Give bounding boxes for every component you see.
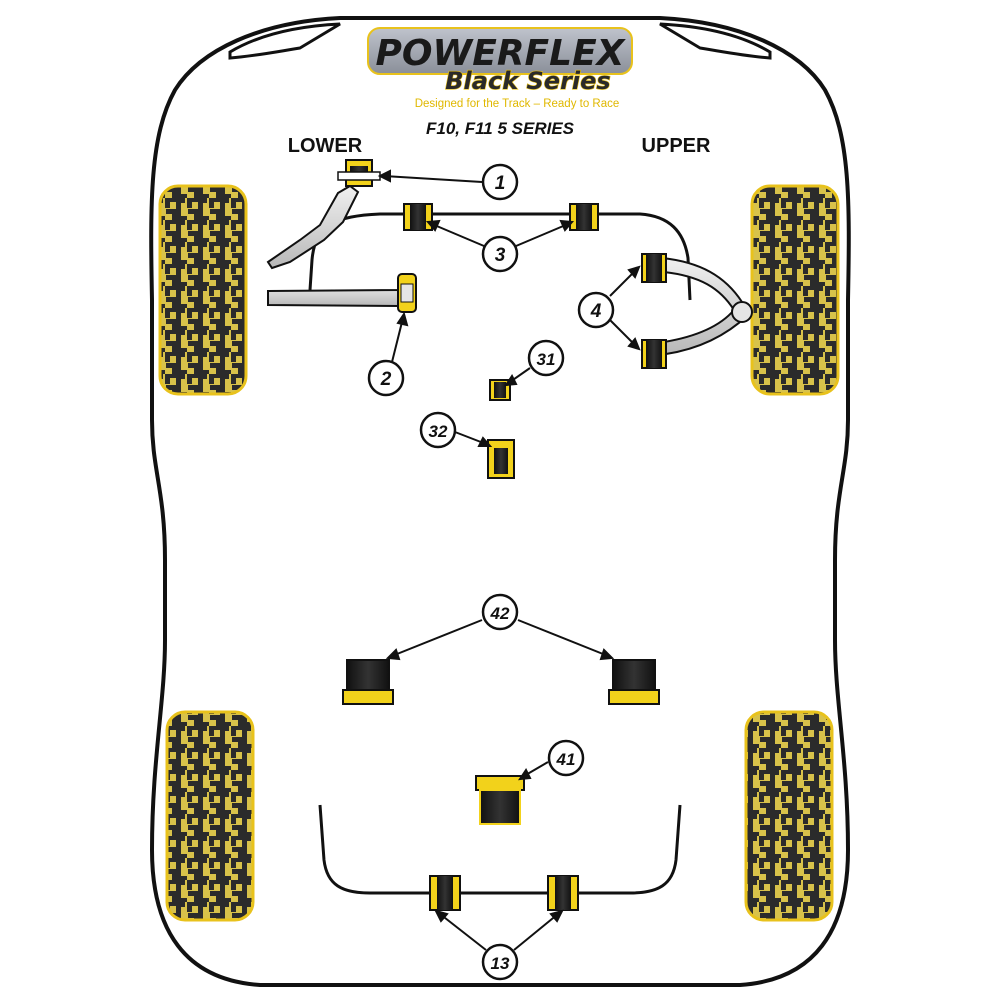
callout-32-label: 32 — [429, 422, 448, 441]
bushing-4-upper — [641, 253, 667, 283]
brand-series: Black Series — [445, 67, 610, 95]
powerflex-logo: POWERFLEX Black Series Designed for the … — [367, 27, 633, 110]
upper-wishbone-balljoint — [731, 301, 753, 323]
bushing-3-right — [569, 203, 599, 231]
bushing-32 — [487, 439, 515, 479]
windscreen-right-mark — [659, 22, 772, 60]
callout-2-label: 2 — [380, 369, 392, 390]
bushing-13-left — [429, 875, 461, 911]
callout-4: 4 — [577, 291, 615, 329]
bushing-4-lower — [641, 339, 667, 369]
model-title: F10, F11 5 SERIES — [426, 119, 575, 138]
callout-42-label: 42 — [490, 604, 510, 623]
bushing-42-left — [342, 659, 394, 705]
callout-3: 3 — [481, 235, 519, 273]
label-lower: LOWER — [288, 135, 363, 157]
rear-anti-roll-bar — [318, 804, 682, 895]
callout-32: 32 — [419, 411, 457, 449]
bushing-2 — [397, 273, 417, 313]
callout-13-label: 13 — [491, 954, 510, 973]
callout-41-label: 41 — [556, 750, 576, 769]
callout-1: 1 — [481, 163, 519, 201]
car-body-outline — [149, 16, 851, 987]
brand-name: POWERFLEX — [376, 33, 627, 74]
callout-4-label: 4 — [590, 301, 602, 322]
bushing-13-right — [547, 875, 579, 911]
brand-tagline: Designed for the Track – Ready to Race — [415, 98, 620, 110]
leader-lines — [377, 169, 641, 951]
label-upper: UPPER — [642, 135, 711, 157]
callout-42: 42 — [481, 593, 519, 631]
bushing-42-right — [608, 659, 660, 705]
callout-31: 31 — [527, 339, 565, 377]
bushing-41 — [475, 775, 525, 825]
callout-2: 2 — [367, 359, 405, 397]
callout-3-label: 3 — [495, 245, 506, 266]
tyre-rear-right — [744, 710, 834, 922]
tyre-front-right — [750, 184, 840, 396]
callout-31-label: 31 — [537, 350, 556, 369]
bushing-3-left — [403, 203, 433, 231]
front-drop-link — [266, 184, 360, 270]
windscreen-left-mark — [228, 22, 341, 60]
callout-41: 41 — [547, 739, 585, 777]
callout-13: 13 — [481, 943, 519, 981]
callout-1-label: 1 — [495, 173, 506, 194]
tyre-front-left — [158, 184, 248, 396]
tyre-rear-left — [165, 710, 255, 922]
